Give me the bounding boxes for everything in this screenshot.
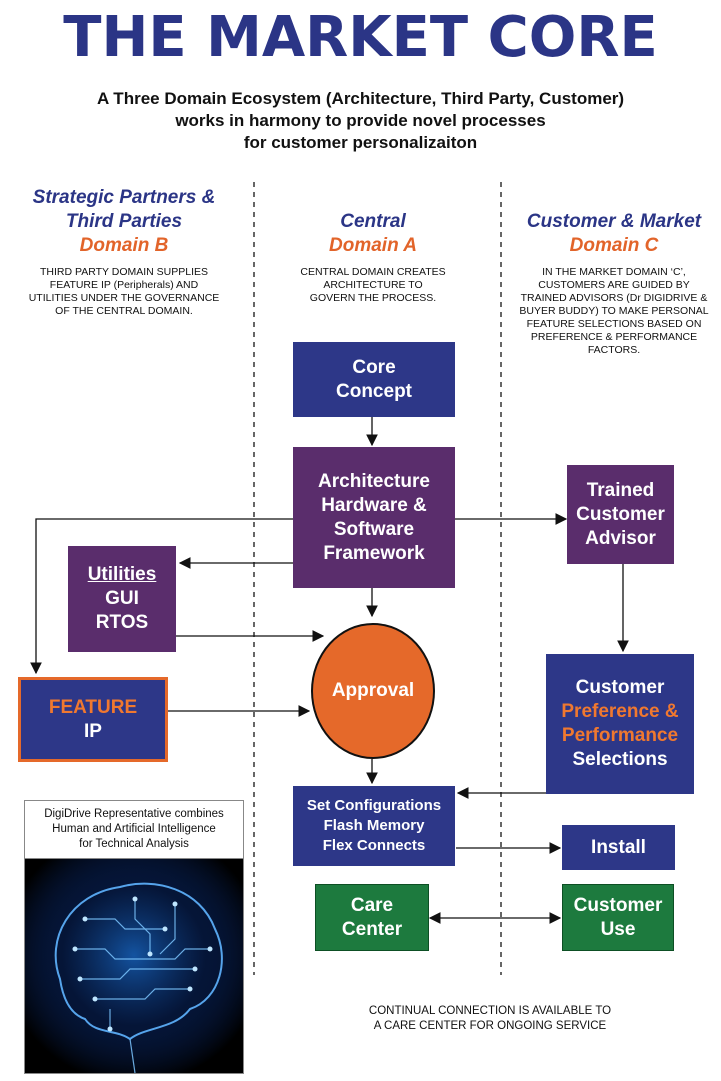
caption-line: for Technical Analysis (79, 838, 189, 850)
subtitle: A Three Domain Ecosystem (Architecture, … (40, 88, 681, 154)
approval-label: Approval (331, 680, 415, 701)
care-center-box: Care Center (315, 884, 429, 951)
install-box: Install (562, 825, 675, 870)
column-domain-c: Customer & Market Domain C IN THE MARKET… (508, 210, 720, 357)
box-line: Advisor (585, 527, 656, 549)
feature-ip-box: FEATURE IP (18, 677, 168, 762)
domain-b-desc-line: UTILITIES UNDER THE GOVERNANCE (28, 292, 220, 304)
caption-line: DigiDrive Representative combines (44, 808, 224, 820)
customer-use-box: Customer Use (562, 884, 674, 951)
ai-brain-card: DigiDrive Representative combines Human … (24, 800, 244, 1074)
customer-preference-box: Customer Preference & Performance Select… (546, 654, 694, 794)
box-line: FEATURE (48, 696, 138, 718)
box-line: Concept (336, 380, 412, 402)
brain-caption: DigiDrive Representative combines Human … (25, 801, 243, 859)
box-line: Core (352, 356, 396, 378)
domain-c-label: Domain C (569, 235, 659, 256)
box-line: Preference & (561, 701, 679, 722)
domain-b-label: Domain B (79, 235, 169, 256)
box-line: Customer (575, 677, 665, 698)
box-line: Framework (323, 542, 425, 564)
column-c-heading: Customer & Market (526, 211, 702, 232)
circuit-brain-icon (25, 859, 243, 1073)
domain-a-desc-line: CENTRAL DOMAIN CREATES (300, 266, 446, 278)
domain-c-desc-line: FEATURE SELECTIONS BASED ON (526, 318, 702, 330)
domain-a-desc-line: GOVERN THE PROCESS. (309, 292, 437, 304)
arrow-arch-to-feature (30, 518, 293, 675)
footer-note: CONTINUAL CONNECTION IS AVAILABLE TO A C… (320, 1004, 660, 1034)
domain-b-desc-line: FEATURE IP (Peripherals) AND (49, 279, 199, 291)
domain-a-description: CENTRAL DOMAIN CREATES ARCHITECTURE TO G… (262, 266, 484, 305)
domain-c-description: IN THE MARKET DOMAIN ‘C’, CUSTOMERS ARE … (508, 266, 720, 357)
box-line: Customer (573, 894, 663, 916)
domain-c-desc-line: CUSTOMERS ARE GUIDED BY (538, 279, 690, 291)
box-line: Performance (561, 725, 679, 746)
box-line: Software (333, 518, 415, 540)
footer-line: A CARE CENTER FOR ONGOING SERVICE (373, 1020, 607, 1032)
box-line: Architecture (318, 470, 430, 492)
subtitle-line-3: for customer personalizaiton (243, 133, 478, 152)
column-domain-a: Central Domain A CENTRAL DOMAIN CREATES … (262, 210, 484, 305)
domain-b-desc-line: THIRD PARTY DOMAIN SUPPLIES (39, 266, 209, 278)
caption-line: Human and Artificial Intelligence (52, 823, 216, 835)
column-b-heading-2: Third Parties (65, 211, 183, 232)
box-line: Use (600, 918, 636, 940)
core-concept-box: Core Concept (293, 342, 455, 417)
domain-c-desc-line: IN THE MARKET DOMAIN ‘C’, (542, 266, 686, 278)
box-line: GUI (105, 588, 139, 609)
subtitle-line-2: works in harmony to provide novel proces… (175, 111, 546, 130)
column-b-heading-1: Strategic Partners & (32, 187, 216, 208)
subtitle-line-1: A Three Domain Ecosystem (Architecture, … (96, 89, 625, 108)
domain-a-label: Domain A (329, 235, 417, 256)
utilities-box: Utilities GUI RTOS (68, 546, 176, 652)
box-line: RTOS (95, 612, 149, 633)
page-title: THE MARKET CORE (63, 5, 658, 70)
box-line: Flex Connects (322, 837, 426, 854)
domain-c-desc-line: PREFERENCE & PERFORMANCE (530, 331, 698, 343)
domain-c-desc-line: FACTORS. (587, 344, 641, 356)
box-line: Hardware & (321, 494, 427, 516)
box-line: Selections (572, 749, 668, 770)
architecture-box: Architecture Hardware & Software Framewo… (293, 447, 455, 588)
domain-b-description: THIRD PARTY DOMAIN SUPPLIES FEATURE IP (… (8, 266, 240, 318)
box-line: Install (591, 836, 646, 858)
domain-b-desc-line: OF THE CENTRAL DOMAIN. (55, 305, 193, 317)
box-line: Care (350, 894, 394, 916)
domain-c-desc-line: BUYER BUDDY) TO MAKE PERSONAL (519, 305, 709, 317)
trained-advisor-box: Trained Customer Advisor (567, 465, 674, 564)
domain-c-desc-line: TRAINED ADVISORS (Dr DIGIDRIVE & (520, 292, 708, 304)
box-line: Flash Memory (323, 817, 425, 834)
approval-node: Approval (311, 623, 435, 759)
domain-a-desc-line: ARCHITECTURE TO (323, 279, 423, 291)
box-line: Set Configurations (306, 797, 442, 814)
footer-line: CONTINUAL CONNECTION IS AVAILABLE TO (368, 1005, 612, 1017)
box-line: IP (84, 720, 102, 742)
box-line: Utilities (87, 564, 157, 585)
box-line: Customer (576, 503, 665, 525)
set-configurations-box: Set Configurations Flash Memory Flex Con… (293, 786, 455, 866)
box-line: Center (341, 918, 403, 940)
box-line: Trained (586, 479, 655, 501)
column-a-heading: Central (340, 211, 406, 232)
column-domain-b: Strategic Partners & Third Parties Domai… (8, 186, 240, 318)
